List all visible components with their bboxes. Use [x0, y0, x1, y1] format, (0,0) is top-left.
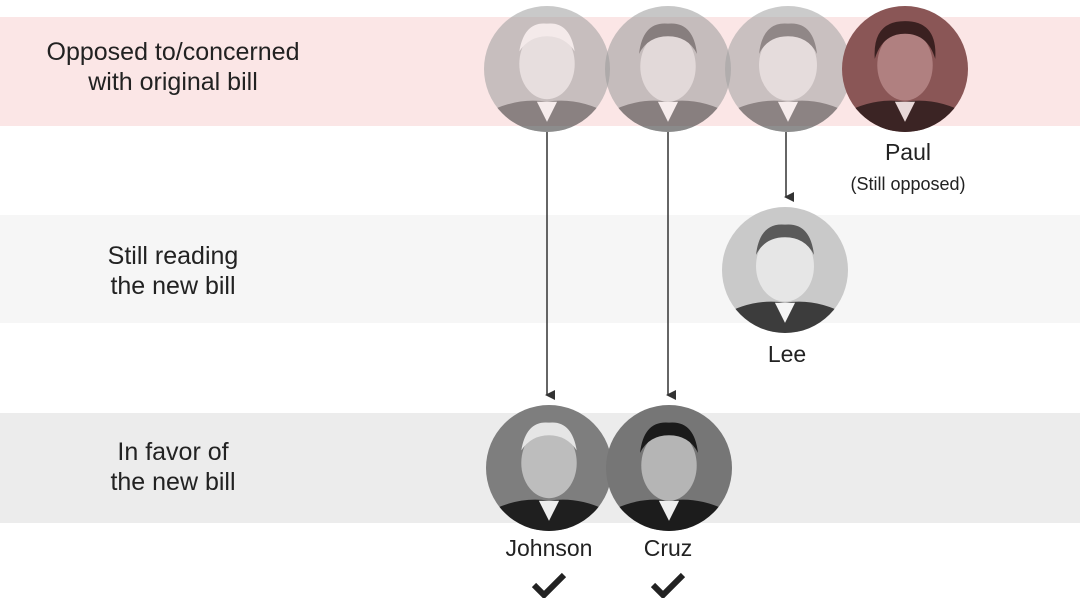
cruz-name: Cruz	[643, 535, 693, 561]
row-label-favor-line1: In favor of	[117, 438, 229, 466]
lee-name: Lee	[767, 341, 807, 367]
row-label-opposed-line1: Opposed to/concerned	[46, 38, 300, 66]
paul-name: Paul	[884, 139, 932, 165]
row-label-reading-line2: the new bill	[110, 272, 236, 300]
johnson-name: Johnson	[505, 535, 593, 561]
paul-note: (Still opposed)	[850, 174, 966, 194]
cruz-check-icon	[651, 572, 685, 598]
johnson-photo-original	[484, 6, 610, 132]
reading-band	[0, 215, 1080, 323]
row-label-favor-line2: the new bill	[110, 468, 236, 496]
row-label-opposed: Opposed to/concerned with original bill	[0, 37, 346, 97]
row-label-favor: In favor of the new bill	[0, 437, 346, 497]
row-label-opposed-line2: with original bill	[88, 68, 258, 96]
johnson-check-icon	[532, 572, 566, 598]
row-label-reading: Still reading the new bill	[0, 241, 346, 301]
row-label-reading-line1: Still reading	[107, 242, 239, 270]
